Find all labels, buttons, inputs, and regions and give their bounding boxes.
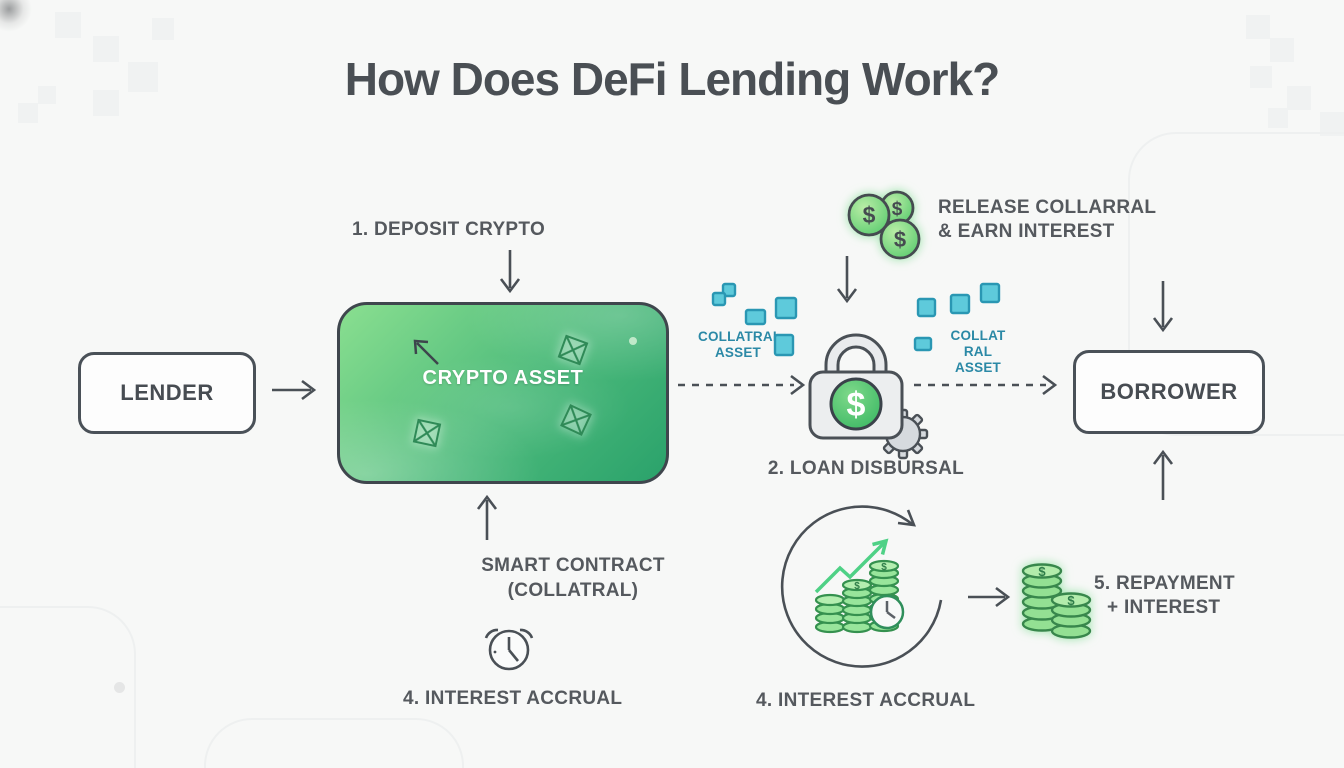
pixel-decoration [1250, 66, 1272, 88]
lender-to-pool-arrow [272, 379, 317, 401]
rounded-outline-decoration [1128, 132, 1344, 436]
dollar-glyph: $ [881, 562, 887, 573]
dollar-glyph: $ [892, 199, 903, 220]
growth-arrow-icon [814, 538, 889, 594]
coins-icon: $ $ $ [847, 190, 921, 260]
pixel-decoration [38, 86, 56, 104]
collateral-asset-left-line1: COLLATRAL [698, 329, 782, 344]
gear-icon [877, 408, 929, 460]
coin-stacks-icon: $ $ [1021, 563, 1092, 639]
borrower-label: BORROWER [1100, 379, 1238, 404]
dot-decoration [114, 682, 125, 693]
collateral-asset-left-line2: ASSET [714, 345, 761, 361]
pixel-decoration [55, 12, 81, 38]
pixel-decoration [1270, 38, 1294, 62]
release-collateral-label-line2: & EARN INTEREST [938, 221, 1115, 242]
lender-node: LENDER [78, 352, 256, 434]
lock-body [808, 370, 904, 440]
step2-loan-disbursal-label: 2. LOAN DISBURSAL [767, 458, 965, 479]
corner-smudge-decoration [0, 0, 32, 32]
step4-interest-accrual-center-label: 4. INTEREST ACCRUAL [756, 690, 976, 711]
repayment-right-arrow [968, 586, 1011, 608]
dollar-glyph: $ [1067, 593, 1075, 608]
collateral-asset-right-line2: ASSET [954, 360, 1001, 376]
lender-label: LENDER [120, 380, 214, 405]
pixel-decoration [93, 36, 119, 62]
release-collateral-label-line1: RELEASE COLLARRAL [938, 197, 1157, 218]
coin-stacks-icon: $ $ [814, 559, 900, 634]
step1-deposit-label: 1. DEPOSIT CRYPTO [352, 219, 546, 240]
borrower-up-arrow [1152, 449, 1174, 500]
lock-coin [829, 377, 883, 431]
page-title: How Does DeFi Lending Work? [344, 53, 1001, 105]
pixel-decoration [1246, 15, 1270, 39]
crypto-asset-pool: CRYPTO ASSET [337, 302, 669, 484]
coins-to-lock-down-arrow [836, 256, 858, 304]
deposit-down-arrow [499, 250, 521, 294]
padlock-dollar-icon: $ [808, 333, 929, 460]
collateral-asset-right-line1: COLLAT RAL [950, 328, 1006, 360]
pixel-decoration [152, 18, 174, 40]
pool-to-lock-dashed-arrow [678, 374, 806, 396]
dollar-glyph: $ [1038, 564, 1046, 579]
smart-contract-up-arrow [476, 494, 498, 540]
smart-contract-label-line1: SMART CONTRACT [481, 555, 665, 576]
smart-contract-label-line2: (COLLATRAL) [507, 580, 639, 601]
step4-interest-accrual-left-label: 4. INTEREST ACCRUAL [403, 688, 623, 709]
crypto-asset-label: CRYPTO ASSET [422, 367, 584, 389]
pixel-decoration [1268, 108, 1288, 128]
clock-icon [869, 594, 905, 630]
rounded-outline-decoration [0, 606, 136, 768]
dollar-glyph: $ [854, 581, 860, 592]
collateral-asset-right-label: COLLAT RAL ASSET [938, 328, 1018, 377]
dollar-glyph: $ [863, 202, 876, 228]
borrower-node: BORROWER [1073, 350, 1265, 434]
pixel-decoration [1287, 86, 1311, 110]
cycle-arrow-icon [780, 505, 943, 668]
dollar-glyph: $ [894, 227, 906, 252]
rounded-outline-decoration [204, 718, 464, 768]
step5-repayment-label-line1: 5. REPAYMENT [1094, 573, 1235, 594]
lock-to-borrower-dashed-arrow [914, 374, 1058, 396]
pixel-decoration [128, 62, 158, 92]
pixel-decoration [18, 103, 38, 123]
lock-shackle [824, 333, 888, 380]
pixel-decoration [93, 90, 119, 116]
collateral-asset-left-label: COLLATRAL ASSET [698, 329, 782, 361]
alarm-clock-icon [484, 628, 534, 671]
step5-repayment-label-line2: + INTEREST [1107, 597, 1221, 618]
dollar-glyph: $ [847, 386, 866, 424]
